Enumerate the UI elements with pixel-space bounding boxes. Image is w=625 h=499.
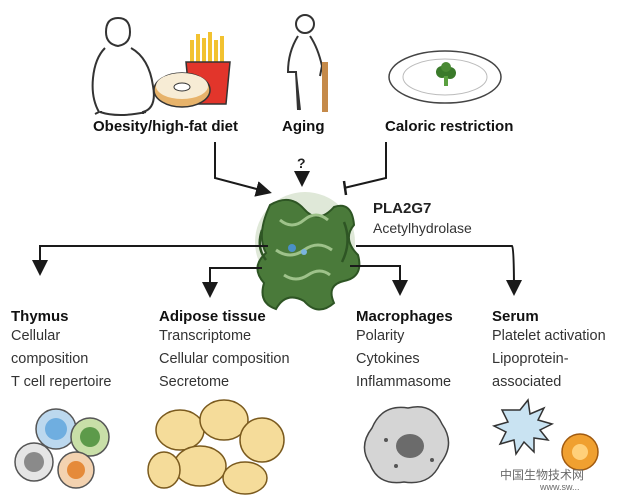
thymus-cells-icon: [14, 408, 110, 489]
arrow-to-adipose: [202, 267, 262, 298]
macrophage-icon: [363, 406, 450, 484]
target-adipose-tissue: Adipose tissue Transcriptome Cellular co…: [159, 308, 290, 394]
target-macrophages: Macrophages Polarity Cytokines Inflammas…: [356, 308, 453, 394]
cause-label-aging: Aging: [282, 118, 325, 135]
target-title: Adipose tissue: [159, 308, 266, 325]
adipose-cells-icon: [147, 399, 285, 495]
target-item: Secretome: [159, 374, 230, 390]
target-item: composition: [11, 351, 89, 367]
cause-label-caloric-restriction: Caloric restriction: [385, 118, 514, 135]
target-item: Lipoprotein-: [492, 351, 569, 367]
target-item: T cell repertoire: [11, 374, 112, 390]
target-item: Platelet activation: [492, 328, 606, 344]
inhibit-bar: [342, 180, 348, 196]
donut-icon: [153, 72, 211, 108]
arrow-to-serum: [356, 245, 522, 296]
plate-with-broccoli-icon: [388, 50, 502, 104]
arrow-to-macrophages: [350, 265, 408, 296]
target-item: Inflammasome: [356, 374, 452, 390]
lipoprotein-icon: [561, 433, 599, 471]
watermark-subtext: www.sw...: [540, 482, 580, 492]
target-title: Macrophages: [356, 308, 453, 325]
caloric-restriction-inhibit-line: [343, 142, 387, 189]
arrow-to-thymus: [32, 245, 268, 276]
platelet-icon: [491, 398, 555, 457]
watermark-text: 中国生物技术网: [500, 468, 585, 482]
target-item: associated: [492, 374, 562, 390]
protein-name: PLA2G7: [373, 200, 432, 217]
aging-question-mark: ?: [297, 155, 306, 171]
pla2g7-protein-structure: [255, 192, 361, 311]
target-title: Serum: [492, 308, 539, 325]
target-item: Cytokines: [356, 351, 420, 367]
elderly-person-icon: [286, 14, 328, 112]
target-item: Transcriptome: [159, 328, 252, 344]
target-item: Cellular composition: [159, 351, 290, 367]
target-item: Cellular: [11, 328, 61, 344]
target-thymus: Thymus Cellular composition T cell reper…: [11, 308, 111, 394]
obese-person-icon: [91, 16, 155, 116]
cause-label-obesity: Obesity/high-fat diet: [93, 118, 239, 135]
obesity-arrow: [214, 142, 272, 197]
target-title: Thymus: [11, 308, 69, 325]
protein-subtitle: Acetylhydrolase: [373, 220, 472, 236]
target-item: Polarity: [356, 328, 405, 344]
target-serum: Serum Platelet activation Lipoprotein- a…: [492, 308, 606, 394]
